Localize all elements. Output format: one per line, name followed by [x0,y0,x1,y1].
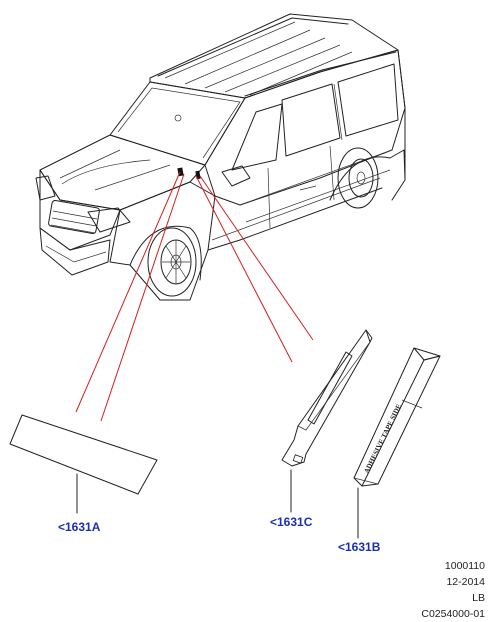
reference-block: 1000110 12-2014 LB C0254000-01 [421,558,485,622]
vehicle-illustration [35,13,406,301]
ref-code: C0254000-01 [421,608,485,620]
part-1631c [281,329,373,513]
callout-1631a[interactable]: <1631A [58,520,101,534]
part-1631b-label: ADHESIVE TAPE SIDE [363,402,404,474]
part-1631a [9,414,158,514]
ref-model: LB [472,592,485,604]
part-1631b: ADHESIVE TAPE SIDE [353,347,441,539]
ref-date: 12-2014 [446,576,485,588]
callout-1631c[interactable]: <1631C [270,515,313,529]
ref-number: 1000110 [444,560,485,572]
leader-lines [75,171,314,422]
callout-1631b[interactable]: <1631B [338,540,381,554]
